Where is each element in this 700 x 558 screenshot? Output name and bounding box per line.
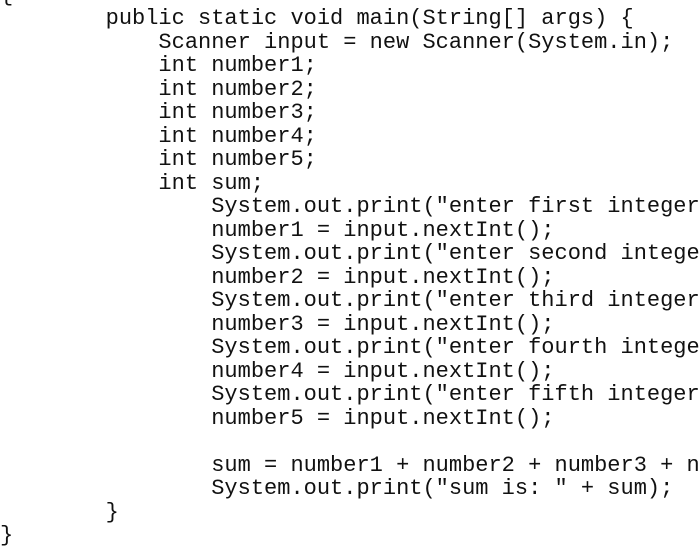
code-line-6: int number3; <box>0 100 317 125</box>
code-line-7: int number4; <box>0 124 317 149</box>
code-line-3: Scanner input = new Scanner(System.in); <box>0 30 674 55</box>
code-line-24: } <box>0 523 14 548</box>
code-line-2: public static void main(String[] args) { <box>0 6 634 31</box>
code-line-1: { <box>0 0 13 8</box>
code-line-21: sum = number1 + number2 + number3 + n <box>0 453 700 478</box>
code-line-9: int sum; <box>0 171 265 196</box>
code-line-16: System.out.print("enter fourth intege <box>0 335 700 360</box>
code-line-22: System.out.print("sum is: " + sum); <box>0 476 674 501</box>
code-line-11: number1 = input.nextInt(); <box>0 218 555 243</box>
code-line-13: number2 = input.nextInt(); <box>0 265 555 290</box>
code-line-19: number5 = input.nextInt(); <box>0 406 555 431</box>
code-line-23: } <box>0 500 119 525</box>
code-line-10: System.out.print("enter first integer <box>0 194 700 219</box>
code-line-14: System.out.print("enter third integer <box>0 288 700 313</box>
code-line-8: int number5; <box>0 147 317 172</box>
code-line-15: number3 = input.nextInt(); <box>0 312 555 337</box>
code-line-4: int number1; <box>0 53 317 78</box>
code-line-17: number4 = input.nextInt(); <box>0 359 555 384</box>
code-line-18: System.out.print("enter fifth integer <box>0 382 700 407</box>
code-line-5: int number2; <box>0 77 317 102</box>
code-line-12: System.out.print("enter second intege <box>0 241 700 266</box>
